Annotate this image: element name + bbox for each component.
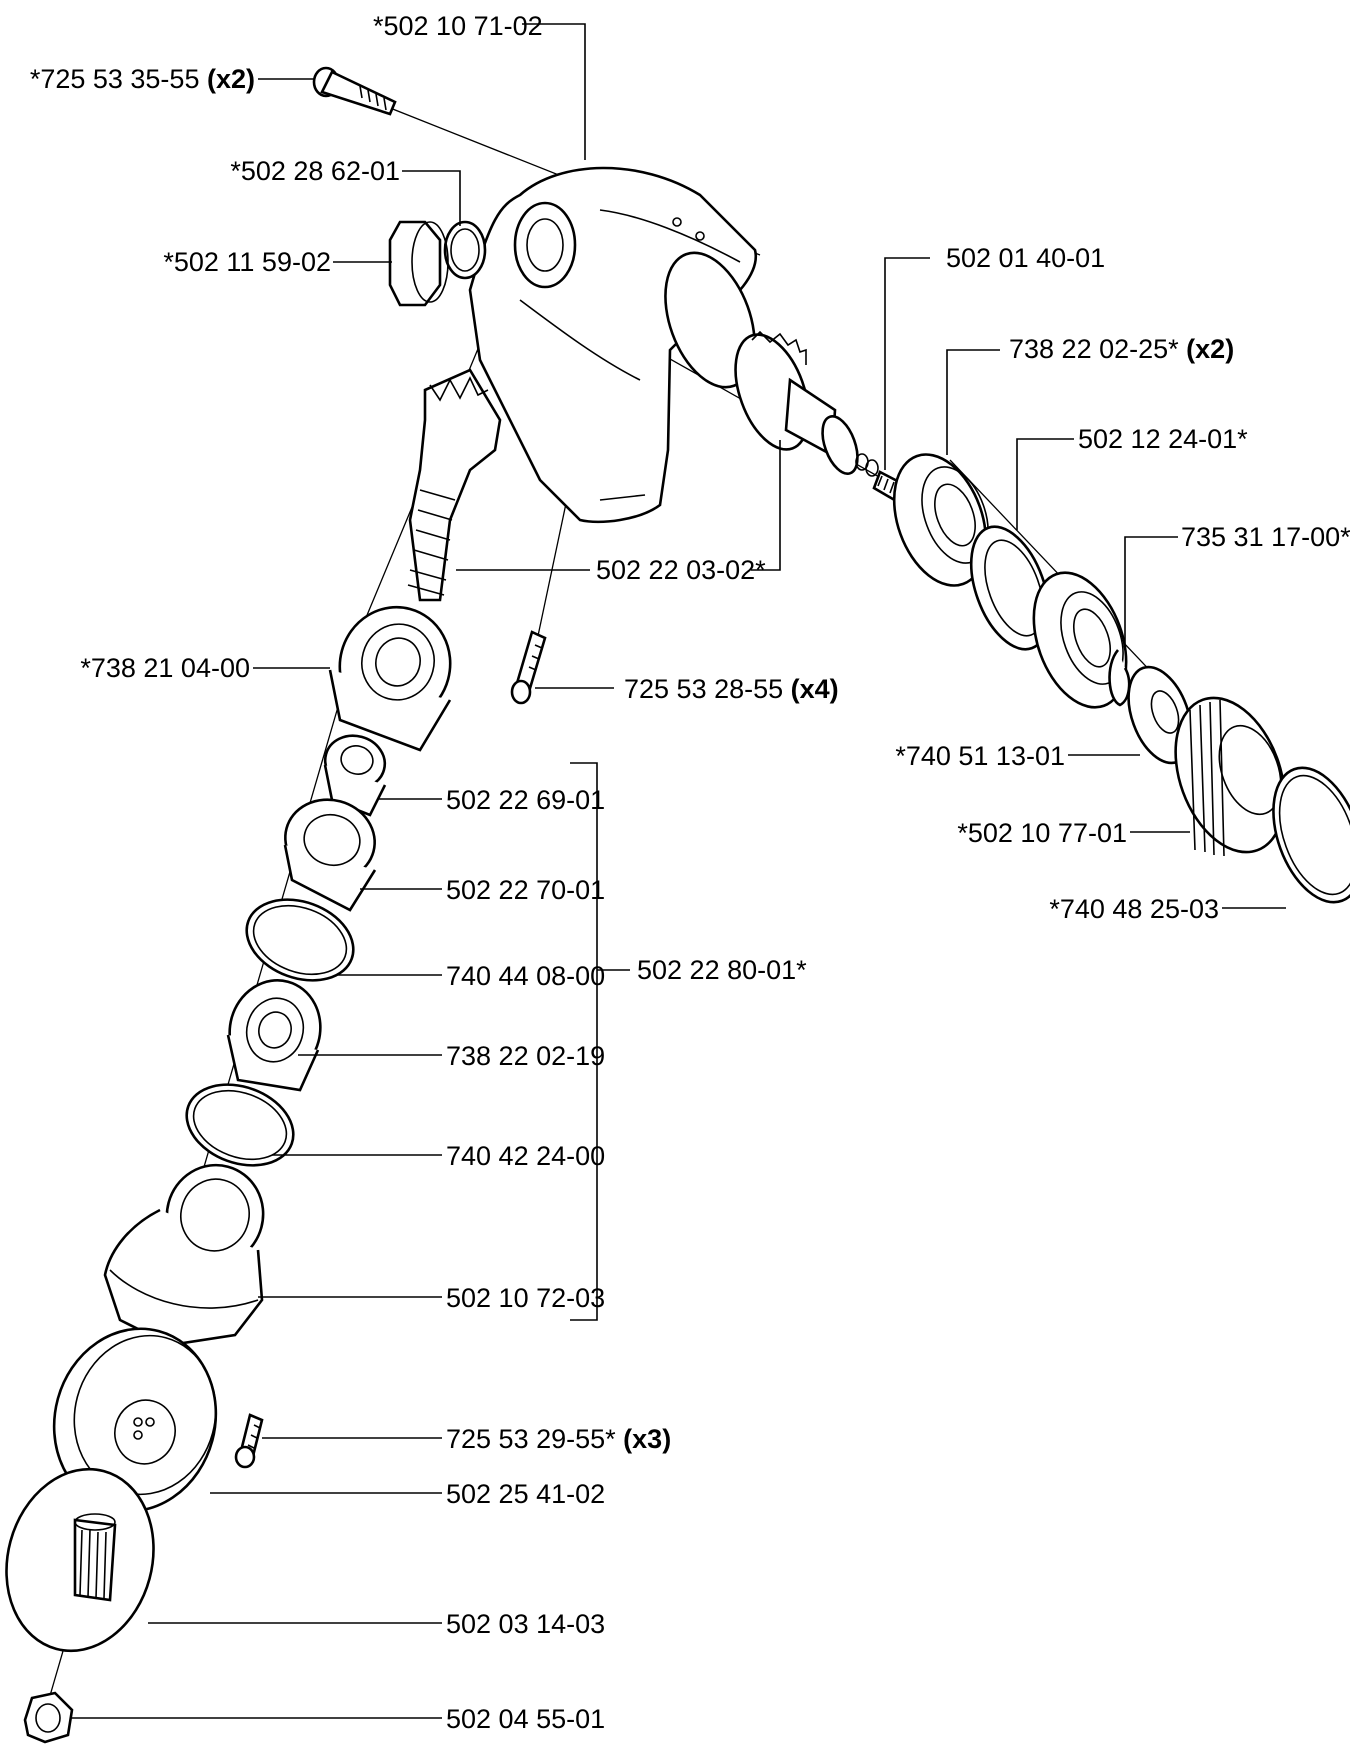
bearing-large-drawing bbox=[328, 605, 452, 752]
label-pin: 502 01 40-01 bbox=[946, 243, 1105, 273]
label-oring-2: 740 42 24-00 bbox=[446, 1141, 605, 1171]
part-labels: *502 10 71-02 *725 53 35-55 (x2) *502 28… bbox=[30, 11, 1350, 1734]
label-screw-top: *725 53 35-55 (x2) bbox=[30, 64, 255, 94]
oring-cap-drawing bbox=[1272, 766, 1350, 904]
label-nut: 502 04 55-01 bbox=[446, 1704, 605, 1734]
plug-drawing bbox=[388, 220, 449, 307]
screw-top-drawing bbox=[312, 66, 397, 116]
label-kit: 502 22 80-01* bbox=[637, 955, 807, 985]
label-housing: *502 10 71-02 bbox=[373, 11, 543, 41]
seal-holder-drawing bbox=[283, 798, 377, 912]
label-bushing: 502 22 69-01 bbox=[446, 785, 605, 815]
label-bearing-large: *738 21 04-00 bbox=[80, 653, 250, 683]
label-seal-washer: *740 51 13-01 bbox=[895, 741, 1065, 771]
label-end-cap: *502 10 77-01 bbox=[957, 818, 1127, 848]
label-bearing-pair: 738 22 02-25* (x2) bbox=[1009, 334, 1234, 364]
screw-housing-drawing bbox=[510, 630, 547, 705]
support-cup-drawing bbox=[5, 1467, 155, 1653]
label-oring-1: 740 44 08-00 bbox=[446, 961, 605, 991]
bearing-small-drawing bbox=[226, 979, 322, 1092]
end-cap-drawing bbox=[1174, 696, 1286, 857]
oring-2-drawing bbox=[185, 1083, 295, 1167]
label-screw-housing: 725 53 28-55 (x4) bbox=[624, 674, 839, 704]
screw-flange-drawing bbox=[234, 1413, 264, 1469]
label-screw-flange: 725 53 29-55* (x3) bbox=[446, 1424, 671, 1454]
oring-top-drawing bbox=[443, 220, 487, 280]
label-oring-top: *502 28 62-01 bbox=[230, 156, 400, 186]
nut-drawing bbox=[23, 1691, 74, 1744]
label-circlip: 735 31 17-00* bbox=[1181, 522, 1350, 552]
housing-drawing bbox=[468, 166, 758, 524]
label-support-cup: 502 03 14-03 bbox=[446, 1609, 605, 1639]
bevel-gear-drawing bbox=[407, 368, 502, 602]
label-flange: 502 25 41-02 bbox=[446, 1479, 605, 1509]
oring-1-drawing bbox=[245, 898, 355, 982]
label-seal-holder: 502 22 70-01 bbox=[446, 875, 605, 905]
spacer-ring-drawing bbox=[969, 525, 1051, 651]
pinion-gear-drawing bbox=[734, 330, 879, 477]
label-oring-cap: *740 48 25-03 bbox=[1049, 894, 1219, 924]
bearing-pair-drawing bbox=[892, 453, 989, 587]
label-spacer-ring: 502 12 24-01* bbox=[1078, 424, 1248, 454]
label-bevel-gear: 502 22 03-02* bbox=[596, 555, 766, 585]
bearing-housing-drawing bbox=[103, 1163, 265, 1347]
label-bearing-small: 738 22 02-19 bbox=[446, 1041, 605, 1071]
circlip-drawing bbox=[1108, 649, 1131, 707]
leader-lines bbox=[70, 23, 1286, 1719]
label-plug: *502 11 59-02 bbox=[163, 247, 331, 277]
label-bearing-housing: 502 10 72-03 bbox=[446, 1283, 605, 1313]
bearing-second-drawing bbox=[1032, 571, 1128, 709]
